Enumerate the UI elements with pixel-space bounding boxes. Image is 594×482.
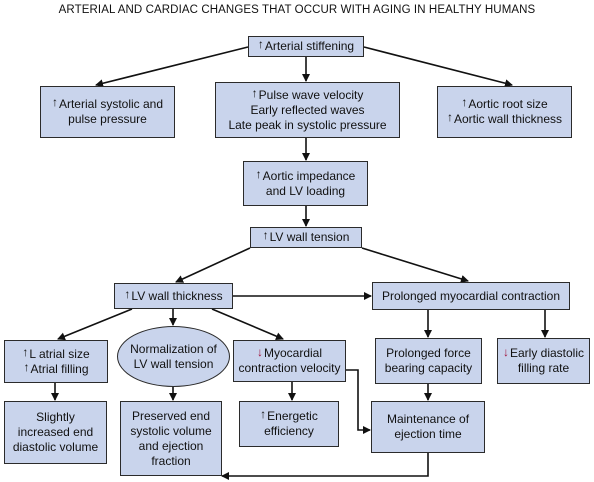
node-text-line: ejection time xyxy=(394,427,462,441)
node-text-line: Early diastolic xyxy=(503,346,584,361)
node-text-line: Aortic impedance xyxy=(256,169,356,184)
node-prolonged-myocardial-contraction: Prolonged myocardial contraction xyxy=(372,282,570,310)
arrow-velocity-to-maintenance xyxy=(346,369,371,434)
node-text-line: Normalization of xyxy=(130,341,217,356)
node-text-line: Arterial stiffening xyxy=(258,39,354,54)
node-text-line: fraction xyxy=(151,453,191,468)
arrow-tension-to-thickness xyxy=(175,247,251,283)
node-text-line: systolic volume xyxy=(130,423,212,438)
node-l-atrial-size: L atrial sizeAtrial filling xyxy=(4,340,108,383)
node-text-line: Aortic wall thickness xyxy=(447,112,562,127)
node-text-line: efficiency xyxy=(264,424,314,438)
node-text-line: LV wall tension xyxy=(263,230,350,245)
arrow-maintenance-to-preserved xyxy=(221,453,429,480)
node-arterial-stiffening: Arterial stiffening xyxy=(248,36,364,57)
arrow-thickness-to-latrial xyxy=(57,308,133,341)
arrow-stiffening-to-systolic xyxy=(95,46,249,88)
node-text-line: pulse pressure xyxy=(68,112,147,126)
arrow-thickness-to-velocity xyxy=(211,308,284,340)
node-text-line: Late peak in systolic pressure xyxy=(228,117,387,132)
node-text-line: and ejection xyxy=(138,438,204,453)
node-text-line: Preserved end xyxy=(131,408,211,423)
node-text-line: Early reflected waves xyxy=(250,102,365,117)
node-text-line: increased end xyxy=(17,425,94,439)
node-text-line: Pulse wave velocity xyxy=(252,88,364,103)
node-text-line: Prolonged force xyxy=(386,346,471,360)
node-text-line: contraction velocity xyxy=(238,361,341,375)
node-lv-wall-tension: LV wall tension xyxy=(250,227,362,248)
node-text-line: L atrial size xyxy=(22,347,89,362)
node-text-line: Slightly xyxy=(36,410,75,424)
node-text-line: and LV loading xyxy=(265,183,346,198)
node-lv-wall-thickness: LV wall thickness xyxy=(114,283,233,309)
node-text-line: bearing capacity xyxy=(384,361,473,375)
arrow-stiffening-to-aorticroot xyxy=(363,46,513,88)
node-text-line: Prolonged myocardial contraction xyxy=(381,288,561,303)
node-text-line: Aortic root size xyxy=(461,97,547,112)
node-text-line: Arterial systolic and xyxy=(52,97,163,112)
node-text-line: Myocardial xyxy=(257,346,322,361)
node-aortic-root-size: Aortic root sizeAortic wall thickness xyxy=(437,86,572,138)
node-text-line: LV wall thickness xyxy=(124,289,222,304)
node-text-line: LV wall tension xyxy=(133,356,214,371)
node-text-line: filling rate xyxy=(517,361,570,375)
node-text-line: diastolic volume xyxy=(12,440,99,454)
arrow-tension-to-contraction xyxy=(361,247,469,283)
node-text-line: Energetic xyxy=(260,409,318,424)
node-text-line: Maintenance of xyxy=(386,412,470,426)
diagram-title: ARTERIAL AND CARDIAC CHANGES THAT OCCUR … xyxy=(58,4,536,16)
node-text-line: Atrial filling xyxy=(23,362,88,377)
